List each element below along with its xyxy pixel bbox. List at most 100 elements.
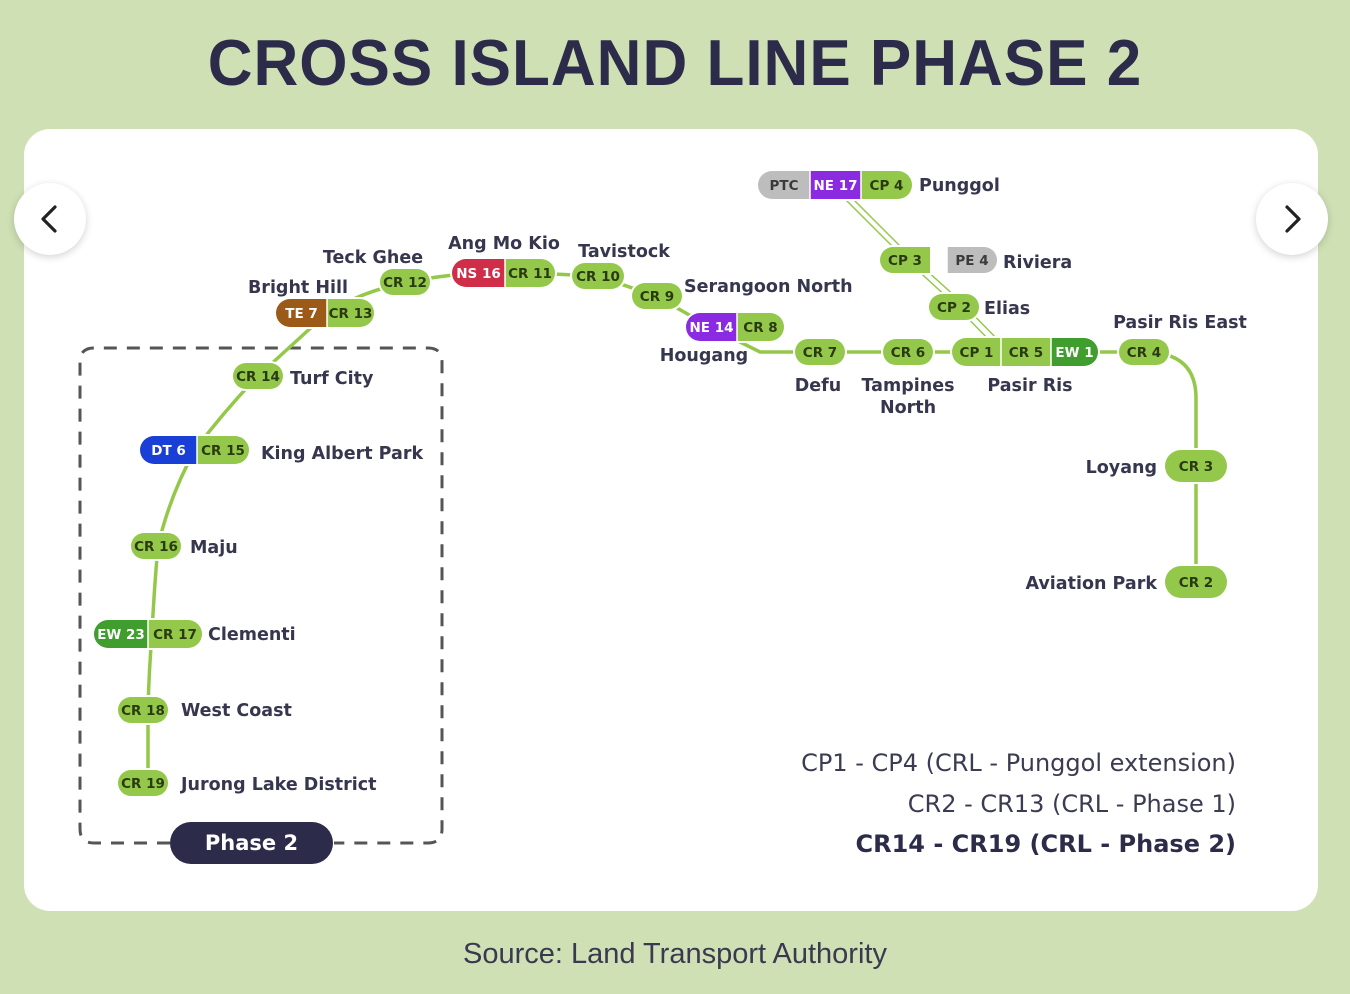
code-text: CR 17	[153, 627, 197, 643]
code-badge-cr5	[1001, 338, 1051, 366]
station-pill-pasir-ris-east: CR 4	[1117, 337, 1171, 367]
code-text: NE 14	[689, 320, 733, 336]
code-text: CR 7	[803, 345, 837, 361]
station-pill-aviation-park: CR 2	[1163, 564, 1229, 600]
code-text: CR 18	[121, 703, 165, 719]
station-pill-king-albert-park: DT 6 CR 15	[138, 434, 251, 466]
label-hougang: Hougang	[660, 346, 748, 366]
code-text: EW 23	[97, 627, 145, 643]
code-text: CR 3	[1179, 459, 1213, 475]
station-pill-turf-city: CR 14	[231, 361, 285, 391]
label-elias: Elias	[984, 299, 1030, 319]
code-text: NS 16	[456, 266, 501, 282]
label-riviera: Riviera	[1003, 253, 1072, 273]
station-pill-tampines-north: CR 6	[881, 337, 935, 367]
code-badge-ne17	[810, 171, 861, 199]
phase2-badge-label: Phase 2	[205, 831, 298, 855]
code-text: CR 19	[121, 776, 165, 792]
station-pill-serangoon-north: CR 9	[630, 281, 684, 311]
phase2-badge: Phase 2	[170, 822, 333, 864]
code-badge-dt6	[140, 436, 197, 464]
code-badge-ptc	[758, 171, 810, 199]
code-text: CR 15	[201, 443, 245, 459]
code-text: CR 5	[1009, 345, 1043, 361]
code-text: CP 4	[870, 178, 904, 194]
code-badge-cr16	[131, 533, 181, 559]
code-badge-cp4	[861, 171, 912, 199]
code-badge-cp2	[929, 294, 979, 320]
label-tampines: Tampines	[862, 376, 955, 396]
station-pill-ang-mo-kio: NS 16 CR 11	[450, 257, 557, 289]
label-north: North	[880, 398, 936, 418]
label-jurong-lake-district: Jurong Lake District	[180, 775, 376, 795]
map-card	[24, 129, 1318, 911]
code-text: CR 11	[508, 266, 552, 282]
code-text: EW 1	[1055, 345, 1093, 361]
station-pill-defu: CR 7	[793, 337, 847, 367]
legend-phase2: CR14 - CR19 (CRL - Phase 2)	[856, 830, 1237, 858]
code-text: CP 1	[960, 345, 994, 361]
station-pill-loyang: CR 3	[1163, 448, 1229, 484]
legend-phase1: CR2 - CR13 (CRL - Phase 1)	[908, 790, 1236, 818]
label-teck-ghee: Teck Ghee	[323, 248, 423, 268]
label-defu: Defu	[795, 376, 841, 396]
code-text: PE 4	[955, 253, 988, 269]
legend-punggol-extension: CP1 - CP4 (CRL - Punggol extension)	[801, 749, 1236, 777]
code-badge-cr13	[327, 299, 374, 327]
code-badge-cr17	[148, 620, 202, 648]
code-badge-cr19	[118, 770, 168, 796]
code-badge-cr4	[1119, 339, 1169, 365]
code-badge-ew1	[1051, 338, 1098, 366]
label-pasir-ris-east: Pasir Ris East	[1113, 313, 1247, 333]
code-badge-cr2	[1165, 566, 1227, 598]
code-text: CR 2	[1179, 575, 1213, 591]
carousel-next-button[interactable]	[1256, 183, 1328, 255]
code-badge-cr11	[505, 259, 555, 287]
code-text: CR 14	[236, 369, 280, 385]
code-badge-pe4	[947, 247, 997, 273]
label-king-albert-park: King Albert Park	[261, 444, 423, 464]
code-badge-cp1	[952, 338, 1001, 366]
label-clementi: Clementi	[208, 625, 296, 645]
code-text: CR 6	[891, 345, 925, 361]
code-badge-cr14	[233, 363, 283, 389]
station-pill-hougang: NE 14 CR 8	[684, 311, 786, 343]
page-title: CROSS ISLAND LINE PHASE 2	[207, 27, 1143, 100]
code-badge-ew23	[94, 620, 148, 648]
label-pasir-ris: Pasir Ris	[987, 376, 1072, 396]
code-badge-cr12	[380, 269, 430, 295]
station-pill-riviera: CP 3 PE 4	[878, 245, 999, 275]
code-badge-cr8	[737, 313, 784, 341]
label-loyang: Loyang	[1086, 458, 1157, 478]
label-maju: Maju	[190, 538, 238, 558]
station-pill-elias: CP 2	[927, 292, 981, 322]
code-badge-cr7	[795, 339, 845, 365]
code-text: CR 8	[743, 320, 777, 336]
code-text: CP 2	[937, 300, 971, 316]
code-badge-cr9	[632, 283, 682, 309]
label-turf-city: Turf City	[290, 369, 374, 389]
code-text: CR 16	[134, 539, 178, 555]
station-pill-teck-ghee: CR 12	[378, 267, 432, 297]
chevron-right-icon	[1285, 205, 1301, 233]
station-pill-tavistock: CR 10	[570, 261, 626, 291]
code-text: CR 10	[576, 269, 620, 285]
code-text: PTC	[769, 178, 798, 194]
code-text: TE 7	[285, 306, 318, 322]
label-serangoon-north: Serangoon North	[684, 277, 853, 297]
code-text: CR 12	[383, 275, 427, 291]
station-labels: Punggol Riviera Elias Pasir Ris Pasir Ri…	[180, 176, 1247, 795]
code-text: CR 4	[1127, 345, 1161, 361]
code-badge-cr3	[1165, 450, 1227, 482]
code-text: CR 9	[640, 289, 674, 305]
code-badge-cr15	[197, 436, 249, 464]
label-aviation-park: Aviation Park	[1025, 574, 1157, 594]
source-caption: Source: Land Transport Authority	[463, 938, 887, 970]
code-text: CP 3	[888, 253, 922, 269]
carousel-prev-button[interactable]	[14, 183, 86, 255]
label-bright-hill: Bright Hill	[248, 278, 348, 298]
code-text: DT 6	[151, 443, 186, 459]
